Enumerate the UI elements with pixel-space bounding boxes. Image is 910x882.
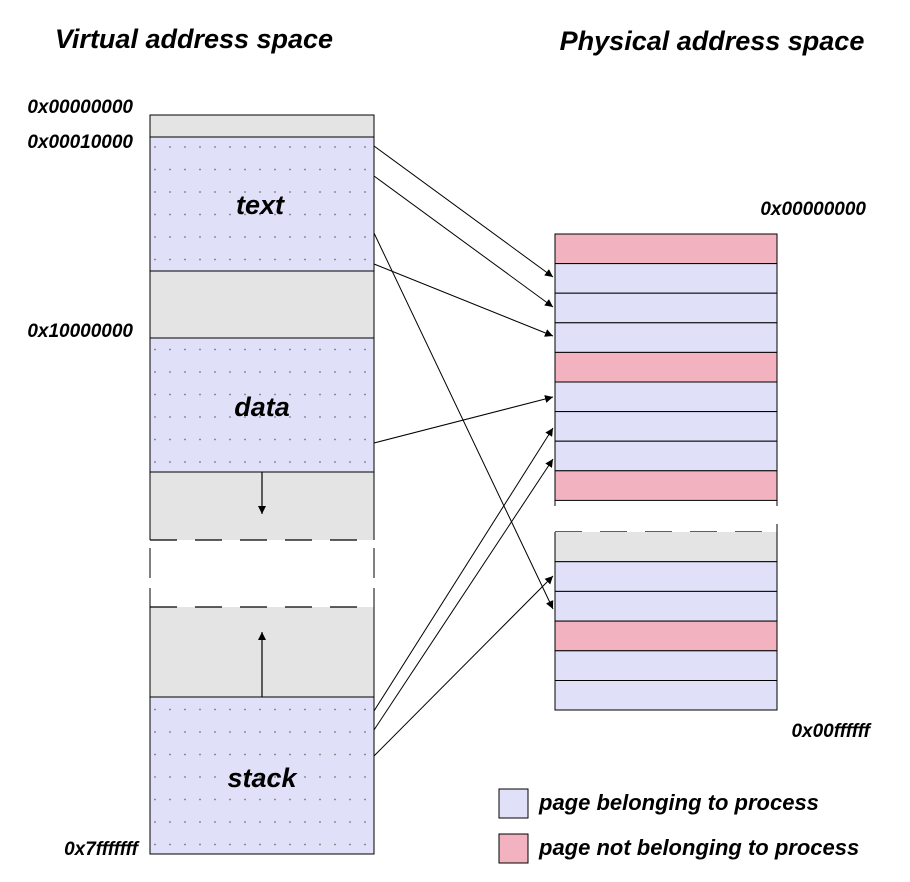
mapping-arrow-stack-2 bbox=[373, 458, 554, 731]
physical-frame-unused bbox=[555, 532, 777, 562]
text-segment-label: text bbox=[236, 190, 285, 220]
physical-frame-9 bbox=[554, 470, 778, 501]
physical-frame-12 bbox=[554, 620, 778, 652]
virtual-address-0x10000000: 0x10000000 bbox=[27, 321, 133, 342]
physical-frame-7 bbox=[554, 411, 778, 442]
physical-frame-3 bbox=[554, 292, 778, 324]
stack-growth-border bbox=[149, 588, 375, 697]
mapping-arrow-stack-3 bbox=[373, 575, 554, 757]
mapping-arrow-data-1 bbox=[373, 395, 554, 444]
physical-address-space-title: Physical address space bbox=[560, 26, 865, 56]
virtual-address-column bbox=[149, 114, 375, 855]
legend-label-not-belonging: page not belonging to process bbox=[538, 835, 859, 860]
mapping-arrow-text-1 bbox=[373, 145, 554, 278]
stack-segment-label: stack bbox=[227, 763, 298, 793]
virtual-address-0x7fffffff: 0x7fffffff bbox=[64, 839, 140, 860]
page-mapping-arrows bbox=[373, 145, 554, 757]
virtual-address-0x00000000: 0x00000000 bbox=[27, 97, 133, 118]
physical-address-0x00000000: 0x00000000 bbox=[760, 199, 866, 220]
data-segment-label: data bbox=[234, 392, 290, 422]
physical-frames-upper bbox=[554, 233, 778, 506]
physical-frame-11 bbox=[554, 590, 778, 622]
physical-frame-13 bbox=[554, 650, 778, 681]
physical-frame-6 bbox=[554, 381, 778, 413]
physical-frame-1 bbox=[554, 233, 778, 265]
physical-frame-4 bbox=[554, 322, 778, 353]
gap-region bbox=[149, 270, 375, 339]
stack-segment-dots bbox=[150, 697, 374, 854]
physical-frame-14 bbox=[554, 680, 778, 711]
text-segment-dots bbox=[150, 137, 374, 271]
virtual-address-0x00010000: 0x00010000 bbox=[27, 132, 133, 153]
mapping-arrow-stack-1 bbox=[373, 427, 554, 712]
legend-label-belonging: page belonging to process bbox=[538, 790, 819, 815]
virtual-address-space-title: Virtual address space bbox=[55, 24, 333, 54]
physical-frame-5 bbox=[554, 351, 778, 383]
physical-frames-lower bbox=[554, 532, 778, 711]
legend: page belonging to process page not belon… bbox=[498, 788, 859, 864]
unmapped-low-region bbox=[149, 114, 375, 138]
legend-swatch-belonging bbox=[498, 788, 529, 819]
physical-frame-2 bbox=[554, 263, 778, 294]
legend-swatch-not-belonging bbox=[498, 833, 529, 864]
mapping-arrow-text-4 bbox=[373, 263, 554, 337]
mapping-arrow-text-3 bbox=[373, 232, 554, 610]
physical-frame-8 bbox=[554, 440, 778, 472]
mapping-arrow-text-2 bbox=[373, 175, 554, 308]
physical-address-column bbox=[554, 233, 778, 711]
data-segment-dots bbox=[150, 338, 374, 472]
physical-frame-10 bbox=[554, 561, 778, 592]
physical-address-0x00ffffff: 0x00ffffff bbox=[791, 721, 871, 742]
